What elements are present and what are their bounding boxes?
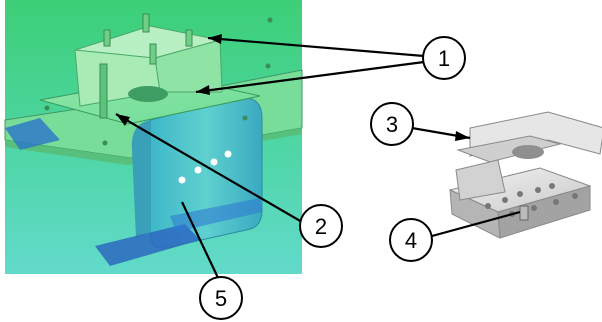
arrowhead-3 bbox=[455, 131, 470, 141]
leader-1b bbox=[195, 60, 425, 94]
bracket-hole-2 bbox=[194, 166, 202, 174]
leader-1a bbox=[207, 36, 425, 58]
callout-label-2: 2 bbox=[315, 214, 327, 239]
callout-circle-2 bbox=[299, 204, 343, 248]
fixture-hole-4 bbox=[535, 187, 541, 193]
leader-arrowheads bbox=[116, 34, 470, 141]
u-bracket-side bbox=[131, 120, 150, 238]
leader-4 bbox=[431, 210, 521, 238]
bracket-hole-1 bbox=[178, 176, 186, 184]
callout-1: 1 bbox=[422, 36, 466, 80]
pin-3 bbox=[103, 29, 111, 47]
plate-screw-5 bbox=[242, 115, 248, 121]
bracket-blue-flange bbox=[95, 224, 200, 266]
callout-label-1: 1 bbox=[438, 46, 450, 71]
fixture-hole-5 bbox=[549, 183, 555, 189]
fixture-hole-8 bbox=[553, 199, 559, 205]
fixture-hole-9 bbox=[572, 193, 578, 199]
callout-circle-3 bbox=[370, 102, 414, 146]
callout-circle-5 bbox=[199, 276, 243, 320]
fixture-part-render bbox=[448, 111, 602, 239]
fixture-wall-left bbox=[456, 135, 562, 163]
callout-5: 5 bbox=[199, 276, 243, 320]
fixture-hole-2 bbox=[502, 197, 508, 203]
plate-screw-4 bbox=[102, 140, 108, 146]
plate-screw-3 bbox=[44, 105, 50, 111]
callout-label-5: 5 bbox=[215, 286, 227, 311]
fixture-hole-7 bbox=[531, 205, 537, 211]
pin-2 bbox=[185, 29, 193, 47]
leader-2 bbox=[115, 113, 303, 223]
fixture-wall-front bbox=[455, 159, 506, 201]
callout-4: 4 bbox=[389, 218, 433, 262]
callout-label-4: 4 bbox=[405, 228, 417, 253]
fixture-bore bbox=[128, 86, 168, 102]
callout-3: 3 bbox=[370, 102, 414, 146]
base-plate-edge bbox=[5, 128, 302, 165]
callout-2: 2 bbox=[299, 204, 343, 248]
bracket-blue-strip-left bbox=[5, 118, 60, 150]
callout-circle-1 bbox=[422, 36, 466, 80]
locating-pin bbox=[99, 63, 108, 119]
fixture-hole-1 bbox=[485, 203, 491, 209]
callout-circle-4 bbox=[389, 218, 433, 262]
fixture-base-right bbox=[497, 185, 591, 239]
arrowhead-2 bbox=[116, 114, 130, 126]
fixture-center-pin bbox=[519, 205, 529, 221]
bracket-hole-4 bbox=[224, 150, 232, 158]
arrowhead-1a bbox=[208, 34, 222, 44]
pin-1 bbox=[142, 13, 150, 33]
fixture-bore bbox=[512, 145, 544, 159]
leader-5 bbox=[181, 201, 221, 283]
pin-4 bbox=[149, 43, 157, 65]
plate-screw-2 bbox=[265, 63, 271, 69]
leader-lines bbox=[115, 36, 521, 283]
plate-screw-1 bbox=[267, 17, 273, 23]
fixture-hole-3 bbox=[517, 191, 523, 197]
fixture-block-side bbox=[154, 39, 223, 93]
arrowhead-1b bbox=[196, 85, 210, 95]
bracket-hole-3 bbox=[210, 158, 218, 166]
callout-label-3: 3 bbox=[386, 112, 398, 137]
